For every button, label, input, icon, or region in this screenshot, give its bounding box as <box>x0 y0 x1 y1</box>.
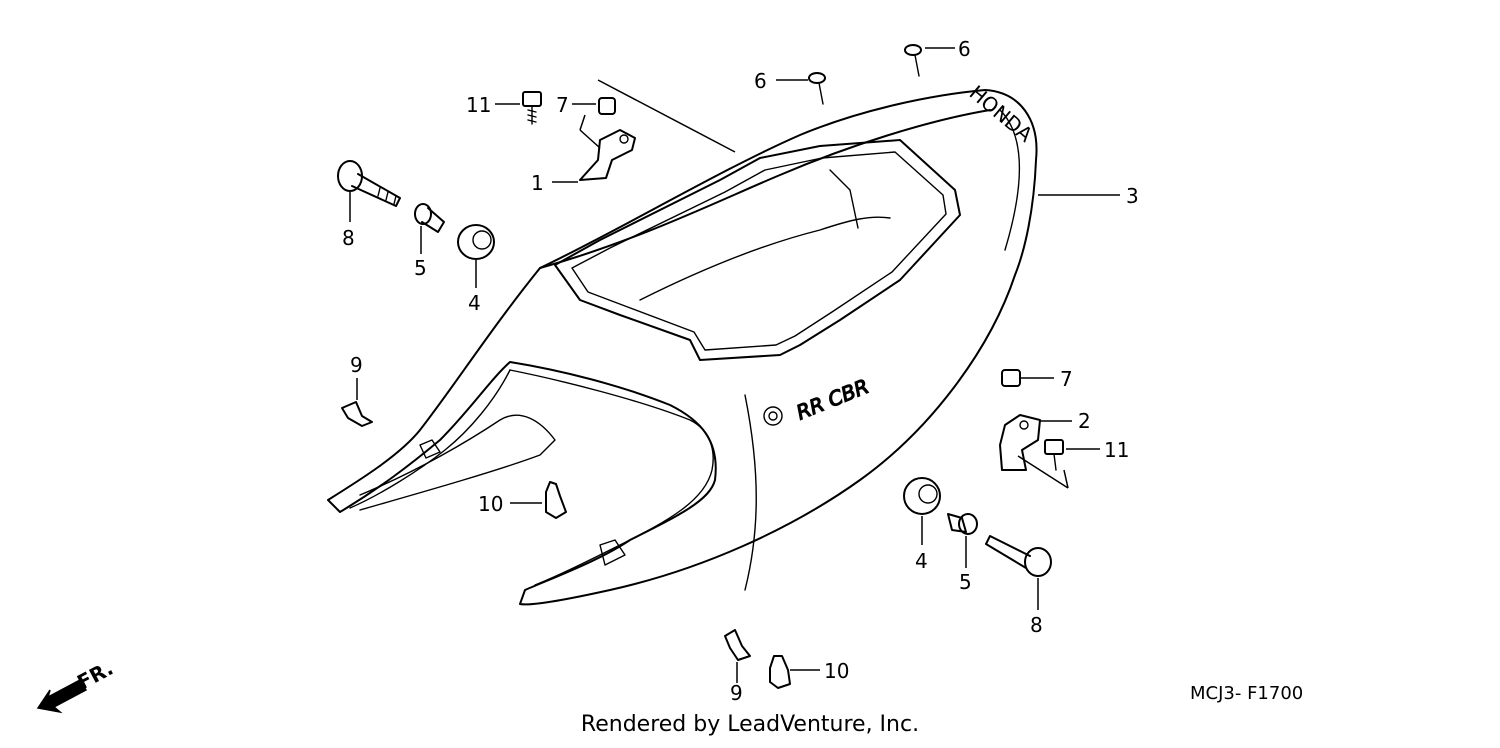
callout-4-left: 4 <box>468 291 481 315</box>
clip-part-9-bottom[interactable] <box>724 629 751 661</box>
callout-1: 1 <box>531 171 544 195</box>
bolt-part-8-right[interactable] <box>985 535 1052 577</box>
callout-9-left: 9 <box>350 353 363 377</box>
callout-11-upper: 11 <box>466 93 491 117</box>
bracket-part-1[interactable] <box>579 129 636 181</box>
callout-5-left: 5 <box>414 256 427 280</box>
cowl-logo-text: RR CBR <box>793 374 872 425</box>
callout-6-left: 6 <box>754 69 767 93</box>
callout-labels: 11 7 1 6 6 3 8 5 4 9 10 7 2 11 4 5 8 9 1… <box>342 37 1139 705</box>
leader-lines <box>349 47 1120 683</box>
grommet-part-4-right[interactable] <box>903 477 941 515</box>
callout-4-right: 4 <box>915 549 928 573</box>
seat-cowl[interactable]: HONDA RR CBR <box>327 80 1038 606</box>
callout-10-bottom: 10 <box>824 659 849 683</box>
bolt-part-11-right[interactable] <box>1044 439 1064 471</box>
bracket-part-2[interactable] <box>999 414 1041 471</box>
callout-9-bottom: 9 <box>730 681 743 705</box>
bolt-part-11-upper[interactable] <box>522 91 542 125</box>
callout-7-right: 7 <box>1060 367 1073 391</box>
grommet-part-4-left[interactable] <box>457 224 495 260</box>
clip-part-10-bottom[interactable] <box>769 655 791 689</box>
screw-part-6-right[interactable] <box>904 44 922 77</box>
collar-part-5-right[interactable] <box>947 513 978 535</box>
footer-credit: Rendered by LeadVenture, Inc. <box>580 712 920 737</box>
callout-8-left: 8 <box>342 226 355 250</box>
callout-2: 2 <box>1078 409 1091 433</box>
clip-part-10-left[interactable] <box>545 481 567 519</box>
callout-8-right: 8 <box>1030 613 1043 637</box>
callout-5-right: 5 <box>959 570 972 594</box>
callout-11-right: 11 <box>1104 438 1129 462</box>
front-direction-arrow-icon: FR. <box>36 656 117 714</box>
nut-part-7-right[interactable] <box>1001 369 1021 387</box>
callout-10-left: 10 <box>478 492 503 516</box>
screw-part-6-left[interactable] <box>808 72 826 105</box>
callout-3: 3 <box>1126 184 1139 208</box>
clip-part-9-left[interactable] <box>341 401 373 427</box>
bolt-part-8-left[interactable] <box>337 160 401 207</box>
callout-6-right: 6 <box>958 37 971 61</box>
collar-part-5-left[interactable] <box>414 203 445 233</box>
nut-part-7-upper[interactable] <box>598 97 616 115</box>
callout-7-upper: 7 <box>556 93 569 117</box>
diagram-code: MCJ3- F1700 <box>1190 683 1304 704</box>
